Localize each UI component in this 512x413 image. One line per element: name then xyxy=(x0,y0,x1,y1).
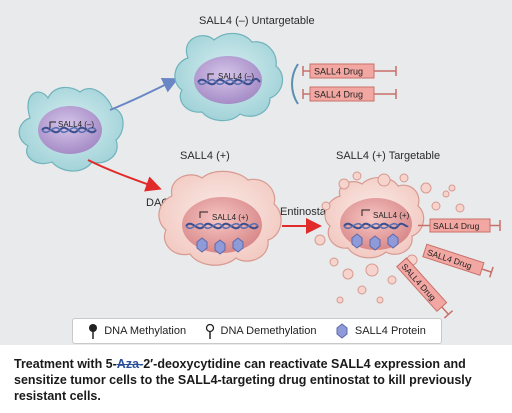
sall4-protein-icon xyxy=(369,235,381,251)
sall4-protein-icon xyxy=(196,237,208,253)
untargetable-title: SALL4 (–) Untargetable xyxy=(199,15,315,27)
sall4-protein-icon xyxy=(387,233,399,249)
legend-protein-label: SALL4 Protein xyxy=(354,325,426,337)
positive-title: SALL4 (+) xyxy=(180,150,230,162)
sall4-protein-icon xyxy=(232,237,244,253)
original-cell: SALL4 (–) xyxy=(18,86,124,172)
targetable-title: SALL4 (+) Targetable xyxy=(336,150,440,162)
targetable-cell: SALL4 (+) xyxy=(324,176,425,259)
legend-demethylation: DNA Demethylation xyxy=(205,323,317,339)
caption-part-1: Treatment with 5- xyxy=(14,357,117,371)
untargetable-gene-label: SALL4 (–) xyxy=(218,72,254,81)
demethylation-icon xyxy=(205,323,214,339)
targetable-drug-3: SALL4 Drug xyxy=(396,257,454,319)
drug-label: SALL4 Drug xyxy=(314,67,363,77)
legend: DNA Methylation DNA Demethylation SALL4 … xyxy=(72,318,442,344)
promoter-arrow-icon xyxy=(49,121,56,128)
arrow-to-untargetable xyxy=(109,77,179,111)
diagram-canvas: SALL4 (–) Untargetable SALL4 (+) SALL4 (… xyxy=(18,15,501,319)
targetable-drug-2: SALL4 Drug xyxy=(422,243,494,278)
sall4-protein-icon xyxy=(214,239,226,255)
drug-label: SALL4 Drug xyxy=(314,90,363,100)
receptor-arc xyxy=(291,63,299,105)
promoter-arrow-icon xyxy=(199,211,208,218)
positive-cell: SALL4 (+) xyxy=(158,170,282,266)
targetable-gene-label: SALL4 (+) xyxy=(373,211,410,220)
arrow-to-positive xyxy=(87,159,162,192)
methylation-icon xyxy=(89,324,98,339)
legend-demethylation-label: DNA Demethylation xyxy=(220,325,317,337)
promoter-arrow-icon xyxy=(361,209,370,216)
untargetable-cell: SALL4 (–) xyxy=(174,32,284,122)
diagram-frame: SALL4 (–) Untargetable SALL4 (+) SALL4 (… xyxy=(0,0,512,345)
promoter-arrow-icon xyxy=(207,73,214,80)
drug-label: SALL4 Drug xyxy=(400,262,439,303)
legend-protein: SALL4 Protein xyxy=(335,323,426,339)
sall4-protein-icon xyxy=(336,323,348,339)
entinostat-label: Entinostat xyxy=(280,206,329,218)
positive-gene-label: SALL4 (+) xyxy=(212,213,249,222)
legend-methylation-label: DNA Methylation xyxy=(104,325,187,337)
drug-label: SALL4 Drug xyxy=(433,221,480,231)
caption-part-2: 2′-deoxycytidine can reactivate SALL4 ex… xyxy=(14,357,472,403)
legend-methylation: DNA Methylation xyxy=(88,323,186,339)
untargetable-drug-2: SALL4 Drug xyxy=(302,86,397,102)
untargetable-drug-1: SALL4 Drug xyxy=(302,63,397,79)
original-gene-label: SALL4 (–) xyxy=(58,120,94,129)
sall4-protein-icon xyxy=(351,233,363,249)
targetable-drug-1: SALL4 Drug xyxy=(418,218,501,233)
caption-struck: Aza- xyxy=(116,357,144,371)
figure-caption: Treatment with 5-Aza-2′-deoxycytidine ca… xyxy=(14,356,504,404)
